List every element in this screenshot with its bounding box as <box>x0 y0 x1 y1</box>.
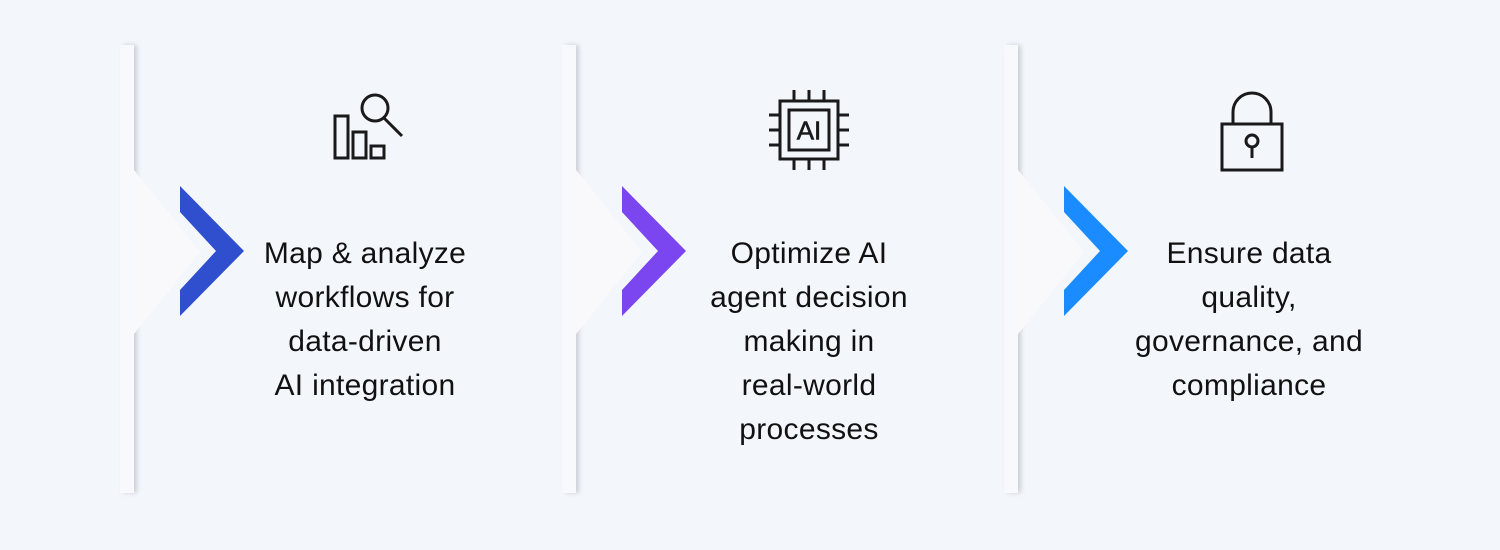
step-divider <box>1004 45 1018 493</box>
divider-notch <box>134 170 200 334</box>
step-description: Optimize AI agent decision making in rea… <box>710 237 908 446</box>
step-divider <box>120 45 134 493</box>
process-step-1: Map & analyze workflows for data-driven … <box>120 0 520 550</box>
step-divider <box>562 45 576 493</box>
chevron-right-icon <box>1064 186 1128 316</box>
divider-notch <box>576 170 642 334</box>
ai-chip-icon: AI <box>769 90 849 170</box>
chip-label: AI <box>797 116 822 146</box>
chevron-right-icon <box>622 186 686 316</box>
process-step-2: AI Optimize AI agent decision making in … <box>562 0 962 550</box>
divider-notch <box>1018 170 1084 334</box>
process-step-3: Ensure data quality, governance, and com… <box>1004 0 1404 550</box>
padlock-icon <box>1220 91 1284 172</box>
step-description: Ensure data quality, governance, and com… <box>1134 237 1363 402</box>
bar-chart-magnifier-icon <box>333 93 404 160</box>
step-description: Map & analyze workflows for data-driven … <box>263 237 467 402</box>
chevron-right-icon <box>180 186 244 316</box>
